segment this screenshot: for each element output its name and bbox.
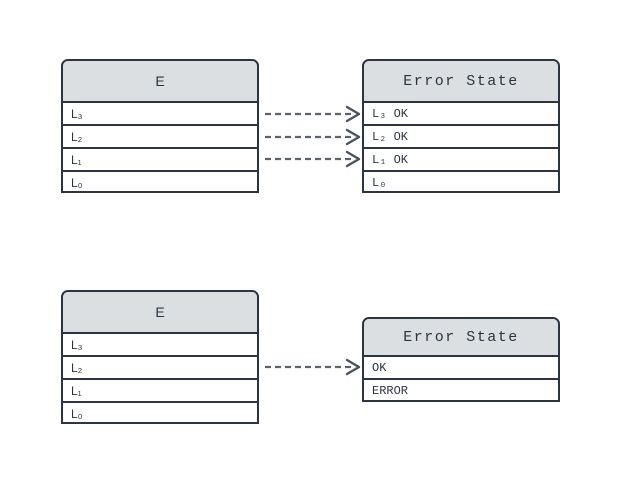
table-row[interactable]: L₀ <box>63 172 257 191</box>
arrowhead-top-1 <box>345 105 361 123</box>
table-row[interactable]: OK <box>364 357 558 380</box>
table-row[interactable]: L₁ <box>63 149 257 172</box>
table-top-target[interactable]: Error State L₃ OK L₂ OK L₁ OK L₀ <box>362 59 560 193</box>
table-row[interactable]: L₂ OK <box>364 126 558 149</box>
table-row[interactable]: L₀ <box>364 172 558 191</box>
table-top-source-header: E <box>63 61 257 103</box>
table-bottom-source[interactable]: E L₃ L₂ L₁ L₀ <box>61 290 259 424</box>
table-row[interactable]: L₃ <box>63 334 257 357</box>
table-row[interactable]: L₀ <box>63 403 257 422</box>
table-row[interactable]: ERROR <box>364 380 558 400</box>
table-row[interactable]: L₂ <box>63 357 257 380</box>
table-top-target-header: Error State <box>364 61 558 103</box>
table-top-source[interactable]: E L₃ L₂ L₁ L₀ <box>61 59 259 193</box>
table-row[interactable]: L₃ <box>63 103 257 126</box>
table-bottom-source-header: E <box>63 292 257 334</box>
arrowhead-bottom-1 <box>345 358 361 376</box>
arrowhead-top-3 <box>345 150 361 168</box>
table-row[interactable]: L₃ OK <box>364 103 558 126</box>
table-row[interactable]: L₁ <box>63 380 257 403</box>
table-row[interactable]: L₁ OK <box>364 149 558 172</box>
table-bottom-target-header: Error State <box>364 319 558 357</box>
arrowhead-top-2 <box>345 128 361 146</box>
table-row[interactable]: L₂ <box>63 126 257 149</box>
table-bottom-target[interactable]: Error State OK ERROR <box>362 317 560 402</box>
